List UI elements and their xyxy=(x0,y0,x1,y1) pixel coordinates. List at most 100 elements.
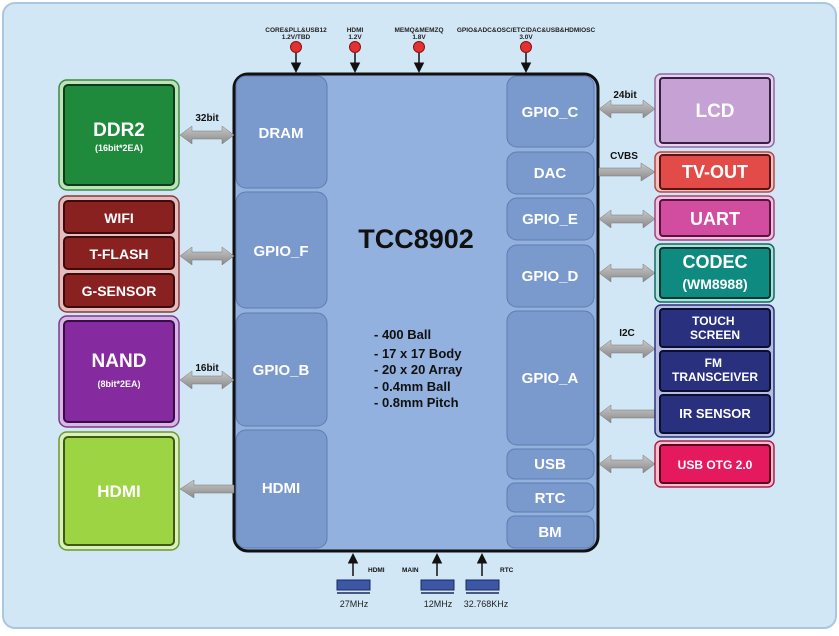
power-rail: GPIO&ADC&OSC/ETC/DAC&USB&HDMIOSC 3.0V xyxy=(457,27,595,73)
wifi-module xyxy=(63,200,175,234)
chip-block-label: GPIO_A xyxy=(522,370,579,387)
tvout-bus-label: CVBS xyxy=(610,151,638,162)
tvout-title: TV-OUT xyxy=(682,162,748,182)
gsensor-label: G-SENSOR xyxy=(82,283,157,299)
chip-block-label: GPIO_F xyxy=(253,243,308,260)
power-rail: MEMQ&MEMZQ 1.8V xyxy=(394,27,444,73)
fm-transceiver-line: TRANSCEIVER xyxy=(672,370,758,384)
ddr2-bidir-arrow xyxy=(179,125,235,145)
codec-module: CODEC (WM8988) xyxy=(654,243,775,303)
chip-block-dac xyxy=(506,151,595,195)
clock-name: MAIN xyxy=(402,567,419,574)
peripheral-group: WIFI T-FLASH G-SENSOR xyxy=(58,195,180,313)
chip-block-label: DAC xyxy=(534,165,567,182)
tvout-arrow xyxy=(598,162,656,182)
power-rail-name: MEMQ&MEMZQ xyxy=(394,27,443,34)
codec-title: CODEC xyxy=(682,252,747,272)
crystal-icon xyxy=(420,579,455,591)
chip-block-gpio-e xyxy=(506,197,595,241)
gpio-f-bidir-arrow xyxy=(179,246,235,266)
uart-title: UART xyxy=(690,209,740,229)
usb-otg-module: USB OTG 2.0 xyxy=(654,440,775,488)
lcd-title: LCD xyxy=(695,101,734,122)
chip-block-label: GPIO_C xyxy=(522,104,579,121)
clock-freq: 27MHz xyxy=(340,599,369,609)
power-pin-icon xyxy=(290,41,302,53)
chip-spec: - 0.8mm Pitch xyxy=(374,395,459,410)
chip-block-gpio-b xyxy=(235,312,328,427)
touch-screen-line: TOUCH xyxy=(692,314,734,328)
clock-freq: 32.768KHz xyxy=(464,599,509,609)
nand-bidir-arrow xyxy=(179,370,235,390)
fm-transceiver-module xyxy=(659,350,771,392)
clock-hdmi: HDMI 27MHz xyxy=(336,553,385,609)
chip-block-label: GPIO_D xyxy=(522,268,579,285)
i2c-bus-label: I2C xyxy=(619,328,635,339)
power-pin-icon xyxy=(520,41,532,53)
fm-transceiver-label: FM TRANSCEIVER xyxy=(672,356,758,384)
wifi-label: WIFI xyxy=(104,210,134,226)
tflash-label: T-FLASH xyxy=(89,246,148,262)
chip-block-label: GPIO_E xyxy=(522,211,578,228)
chip-name: TCC8902 xyxy=(358,224,474,254)
crystal-icon xyxy=(336,579,371,591)
power-rail-voltage: 1.8V xyxy=(412,34,426,41)
ddr2-module: DDR2 (16bit*2EA) xyxy=(58,79,180,191)
ddr2-title: DDR2 xyxy=(93,120,145,141)
nand-module: NAND (8bit*2EA) xyxy=(58,315,180,428)
hdmi-out-module: HDMI xyxy=(58,431,180,551)
hdmi-out-title: HDMI xyxy=(97,482,140,501)
chip-spec: - 0.4mm Ball xyxy=(374,379,451,394)
chip-block-label: USB xyxy=(534,456,566,473)
chip-spec-list: - 400 Ball - 17 x 17 Body - 20 x 20 Arra… xyxy=(374,327,463,410)
clock-main: MAIN 12MHz xyxy=(402,553,455,609)
ddr2-bus-label: 32bit xyxy=(195,113,219,124)
lcd-module: LCD xyxy=(654,73,775,148)
power-rail-voltage: 3.0V xyxy=(519,34,533,41)
chip-block-hdmi xyxy=(235,429,328,549)
power-rail: CORE&PLL&USB12 1.2V/TBD xyxy=(265,27,327,73)
chip-spec: - 400 Ball xyxy=(374,327,431,342)
chip-block-gpio-d xyxy=(506,244,595,308)
power-rail: HDMI 1.2V xyxy=(347,27,364,73)
chip-block-gpio-c xyxy=(506,75,595,148)
chip: TCC8902 - 400 Ball - 17 x 17 Body - 20 x… xyxy=(232,72,600,553)
power-rail-voltage: 1.2V xyxy=(348,34,362,41)
chip-block-gpio-f xyxy=(235,191,328,309)
power-rail-name: HDMI xyxy=(347,27,364,34)
hdmi-out-arrow xyxy=(179,479,235,499)
chip-block-dram xyxy=(235,75,328,189)
clock-rtc: RTC 32.768KHz xyxy=(464,553,514,609)
chip-block-usb xyxy=(506,448,595,480)
ddr2-subtitle: (16bit*2EA) xyxy=(95,143,143,153)
nand-bus-label: 16bit xyxy=(195,363,219,374)
chip-block-label: GPIO_B xyxy=(253,362,310,379)
chip-block-label: BM xyxy=(538,524,561,541)
clock-freq: 12MHz xyxy=(424,599,453,609)
touch-screen-module xyxy=(659,308,771,348)
i2c-group: TOUCH SCREEN FM TRANSCEIVER IR SENSOR xyxy=(654,304,775,438)
crystal-icon xyxy=(465,579,500,591)
nand-subtitle: (8bit*2EA) xyxy=(97,379,140,389)
tvout-module: TV-OUT xyxy=(654,151,775,193)
power-rail-voltage: 1.2V/TBD xyxy=(282,34,311,41)
codec-subtitle: (WM8988) xyxy=(682,276,747,292)
clock-inputs: HDMI 27MHz MAIN 12MHz RTC 32.768KHz xyxy=(336,553,514,609)
chip-block-label: HDMI xyxy=(262,480,300,497)
power-rail-name: CORE&PLL&USB12 xyxy=(265,27,327,34)
chip-block-label: RTC xyxy=(535,490,566,507)
power-pin-icon xyxy=(413,41,425,53)
gsensor-module xyxy=(63,273,175,308)
chip-block-gpio-a xyxy=(506,310,595,446)
uart-module: UART xyxy=(654,195,775,241)
clock-name: HDMI xyxy=(368,567,385,574)
ir-sensor-label: IR SENSOR xyxy=(679,406,751,421)
chip-block-bm xyxy=(506,515,595,549)
power-rails: CORE&PLL&USB12 1.2V/TBD HDMI 1.2V MEMQ&M… xyxy=(265,27,595,73)
touch-screen-line: SCREEN xyxy=(690,328,740,342)
touch-screen-label: TOUCH SCREEN xyxy=(690,314,740,342)
chip-spec: - 17 x 17 Body xyxy=(374,346,462,361)
lcd-bus-label: 24bit xyxy=(613,90,637,101)
clock-name: RTC xyxy=(500,567,514,574)
